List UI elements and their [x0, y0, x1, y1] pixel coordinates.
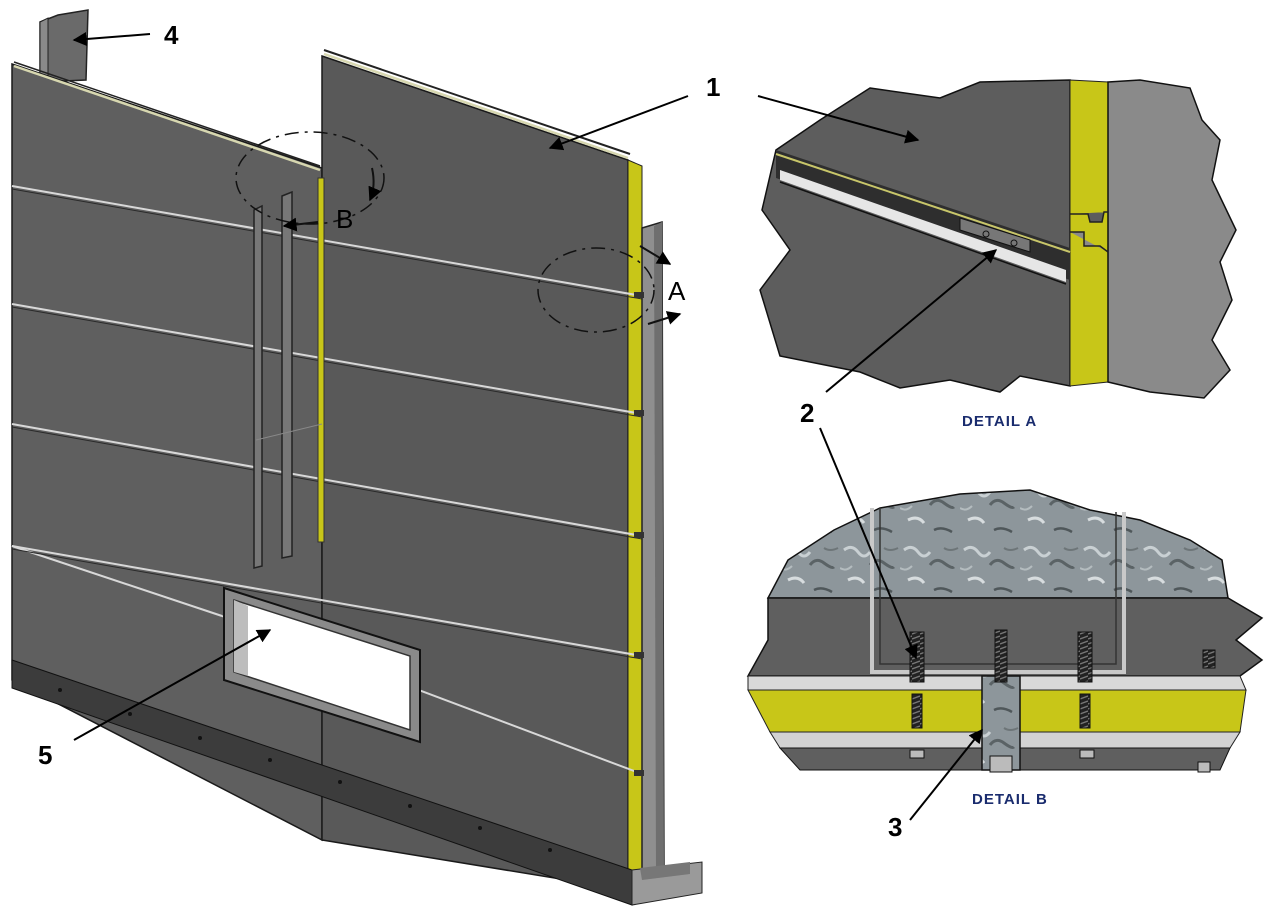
detail-marker-a: A	[668, 276, 686, 306]
caption-detail-b: DETAIL B	[972, 791, 1048, 808]
detail-b-view: DETAIL B	[746, 489, 1264, 808]
callout-3: 3	[888, 812, 902, 842]
concrete-slab	[766, 489, 1229, 599]
callout-1: 1	[706, 72, 720, 102]
insulation-edge	[627, 159, 643, 891]
detail-a-view: DETAIL A	[759, 79, 1237, 430]
callout-5: 5	[38, 740, 52, 770]
detail-marker-b: B	[336, 204, 353, 234]
detail-circle-b	[235, 131, 385, 225]
callout-2: 2	[800, 398, 814, 428]
wall-panel-right	[321, 54, 629, 891]
window-opening	[223, 586, 421, 744]
caption-detail-a: DETAIL A	[962, 413, 1037, 430]
callout-4: 4	[164, 20, 179, 50]
detail-circle-a	[537, 247, 655, 333]
main-wall: B A	[11, 9, 703, 906]
